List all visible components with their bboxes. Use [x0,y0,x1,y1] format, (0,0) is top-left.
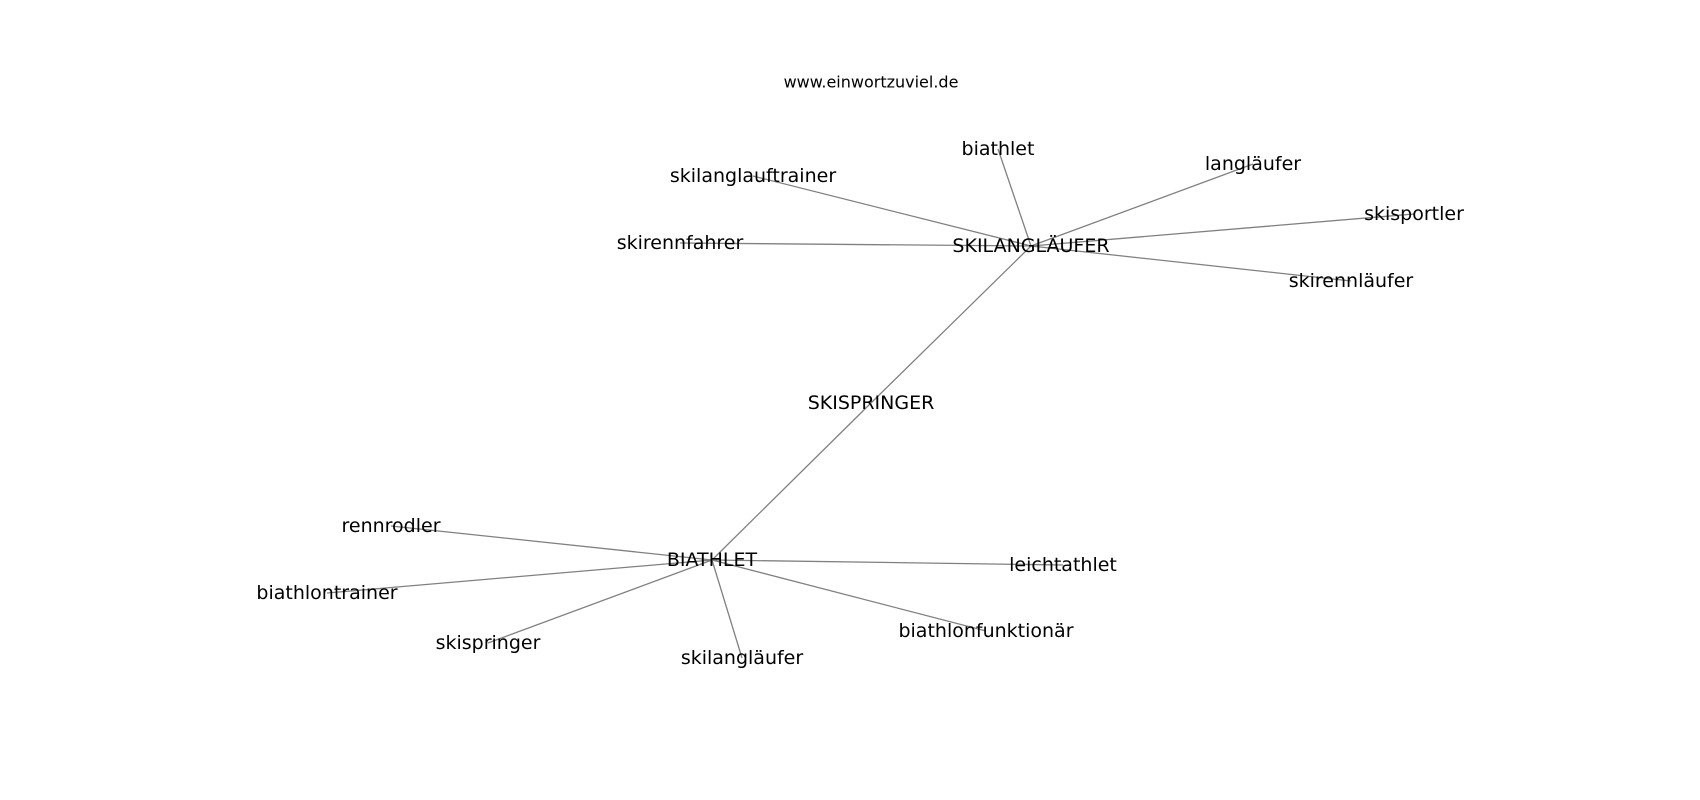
source-label: www.einwortzuviel.de [784,73,959,92]
edge-biathlet_hub-rennrodler [390,525,713,561]
graph-nodes: SKISPRINGER SKILANGLÄUFER BIATHLET biathlet… [256,138,1464,669]
edge-biathlet_hub-biathlonfunktionaer [711,559,987,632]
node-langlaeufer: langläufer [1205,153,1301,175]
edge-skilanglaeufer_hub-langlaeufer [1030,163,1254,247]
edge-biathlet_hub-biathlontrainer [326,559,713,594]
node-skilanglaeufer_hub: SKILANGLÄUFER [952,234,1109,257]
node-skispringer_hub: SKISPRINGER [808,392,935,414]
node-leichtathlet: leichtathlet [1009,554,1117,576]
edge-biathlet_hub-skispringer [487,559,713,644]
node-biathlet_hub: BIATHLET [667,549,758,571]
edge-skispringer_hub-skilanglaeufer_hub [870,245,1032,404]
node-biathlet: biathlet [962,138,1035,160]
edge-skilanglaeufer_hub-skilanglauftrainer [752,175,1032,247]
node-skilanglauftrainer: skilanglauftrainer [670,165,836,187]
node-skirennlaeufer: skirennläufer [1289,270,1414,292]
edge-skispringer_hub-biathlet_hub [711,402,872,561]
node-biathlontrainer: biathlontrainer [256,582,397,604]
node-skirennfahrer: skirennfahrer [617,232,744,254]
node-skisportler: skisportler [1364,203,1464,225]
edge-biathlet_hub-leichtathlet [711,559,1064,566]
node-skispringer: skispringer [436,632,541,654]
edge-biathlet_hub-skilanglaeufer [711,559,743,659]
graph-edges [326,148,1415,659]
edge-skilanglaeufer_hub-skirennlaeufer [1030,245,1352,282]
edge-skilanglaeufer_hub-skisportler [1030,213,1415,247]
node-skilanglaeufer: skilangläufer [681,647,804,669]
edge-skilanglaeufer_hub-skirennfahrer [679,242,1032,247]
node-biathlonfunktionaer: biathlonfunktionär [898,620,1073,642]
node-rennrodler: rennrodler [341,515,440,537]
edge-skilanglaeufer_hub-biathlet [997,148,1032,247]
